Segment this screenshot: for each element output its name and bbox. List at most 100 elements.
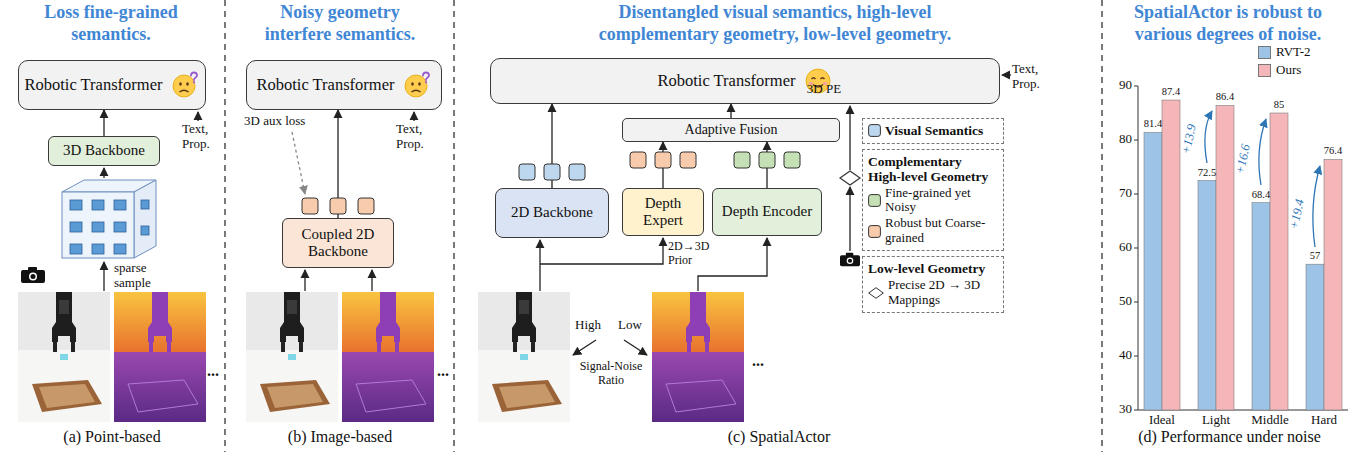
- shape-path: [812, 78, 816, 79]
- shape-use: [21, 267, 45, 283]
- gain-label: +13.9: [1178, 118, 1200, 160]
- legend-swatch: [1258, 46, 1271, 59]
- shape-path: [304, 270, 305, 291]
- legend-row: Robust but Coarse-grained: [868, 216, 998, 246]
- shape-ellipse: [187, 82, 190, 86]
- pe-diamond: [840, 171, 860, 185]
- connector: [103, 110, 104, 136]
- axis-tick-label: 60: [1104, 240, 1132, 255]
- bar-value: 86.4: [1207, 91, 1243, 103]
- shape-use: [478, 292, 570, 422]
- legend-row: Low-level Geometry: [868, 261, 998, 277]
- bar-value: 76.4: [1315, 145, 1351, 157]
- box-label: Robotic Transformer: [25, 76, 163, 95]
- axis-tick: [1134, 86, 1138, 87]
- shape-path: [413, 112, 414, 121]
- shape-ellipse: [419, 82, 422, 86]
- panel-title: Noisy geometry interfere semantics.: [250, 2, 430, 45]
- bar-value: 72.5: [1189, 167, 1225, 179]
- panel-divider: [225, 0, 1102, 452]
- shape-svg: [403, 71, 431, 99]
- shape-path: [180, 90, 189, 92]
- bar: [1306, 264, 1324, 410]
- shape-path: [197, 112, 198, 121]
- shape-use: [246, 292, 338, 422]
- shape-svg: [868, 124, 881, 137]
- shape-use: [840, 253, 860, 266]
- shape-rect: [92, 200, 104, 210]
- text-label: Signal-Noise Ratio: [568, 360, 654, 388]
- gain-label: +19.4: [1286, 193, 1308, 235]
- shape-path: [412, 90, 421, 92]
- axis-tick: [1134, 194, 1138, 195]
- shape-path: [539, 240, 540, 291]
- legend-symbol: [868, 194, 881, 207]
- shape-rect: [141, 226, 149, 235]
- shape-svg: [868, 194, 881, 207]
- legend-text: Precise 2D → 3D Mappings: [888, 278, 998, 308]
- bar: [1270, 113, 1288, 410]
- text-label: ...: [207, 362, 223, 380]
- process-box: 3D Backbone: [48, 136, 160, 166]
- box-label: Coupled 2D Backbone: [291, 226, 385, 261]
- shape-rect: [734, 152, 750, 168]
- chart-bars: [1134, 86, 1342, 410]
- shape-rect: [869, 195, 881, 207]
- connector: [730, 104, 731, 118]
- shape-path: [103, 168, 104, 178]
- process-box: Robotic Transformer: [490, 58, 1000, 104]
- shape-polygon: [134, 180, 156, 258]
- legend-symbol: [868, 225, 881, 238]
- axis-tick-label: 30: [1104, 402, 1132, 417]
- text-label: 3D aux loss: [244, 114, 324, 129]
- shape-line: [224, 0, 225, 452]
- box-label: Adaptive Fusion: [685, 122, 778, 138]
- process-box: Adaptive Fusion: [622, 118, 840, 142]
- shape-path: [1002, 74, 1011, 75]
- bar-value: 81.4: [1135, 118, 1171, 130]
- text-label: High: [572, 318, 604, 333]
- shape-circle: [173, 75, 195, 97]
- legend-box: Low-level GeometryPrecise 2D → 3D Mappin…: [862, 256, 1004, 312]
- shape-rect: [92, 244, 104, 254]
- shape-rect: [358, 198, 374, 214]
- panel-caption: (d) Performance under noise: [1108, 428, 1351, 446]
- process-box: Depth Expert: [622, 188, 704, 236]
- process-box: 2D Backbone: [495, 188, 609, 238]
- flow-arrow: [104, 75, 1011, 355]
- bar-value: 85: [1261, 99, 1297, 111]
- shape-rect: [569, 164, 585, 180]
- voxel: [70, 200, 149, 254]
- bar: [1198, 181, 1216, 411]
- shape-rect: [544, 164, 560, 180]
- shape-rect: [330, 198, 346, 214]
- shape-svg: [171, 71, 199, 99]
- box-label: Depth Encoder: [722, 203, 812, 220]
- legend-heading: Low-level Geometry: [868, 261, 985, 277]
- shape-rect: [70, 244, 82, 254]
- legend-entry: RVT-2: [1258, 45, 1311, 60]
- shape-rect: [869, 225, 881, 237]
- shape-path: [573, 340, 596, 355]
- shape-use: [114, 292, 206, 422]
- voxel-cube: [62, 180, 156, 258]
- panel-title: SpatialActor is robust to various degree…: [1108, 2, 1348, 45]
- bar-value: 57: [1297, 250, 1333, 262]
- shape-path: [191, 73, 197, 81]
- bar: [1252, 203, 1270, 410]
- shape-rect: [62, 192, 134, 258]
- text-label: ...: [752, 352, 772, 370]
- shape-rect: [759, 152, 775, 168]
- gain-label: +16.6: [1232, 138, 1254, 180]
- legend-text: Robust but Coarse-grained: [885, 216, 998, 246]
- shape-rect: [114, 222, 126, 232]
- shape-rect: [655, 152, 671, 168]
- legend-box: Visual Semantics: [862, 118, 1004, 144]
- shape-ellipse: [412, 82, 415, 86]
- axis-tick-label: 70: [1104, 186, 1132, 201]
- legend-swatch: [1258, 64, 1271, 77]
- shape-line: [453, 0, 454, 452]
- shape-rect: [114, 200, 126, 210]
- text-label: sparse sample: [114, 261, 170, 291]
- shape-use: [652, 292, 744, 422]
